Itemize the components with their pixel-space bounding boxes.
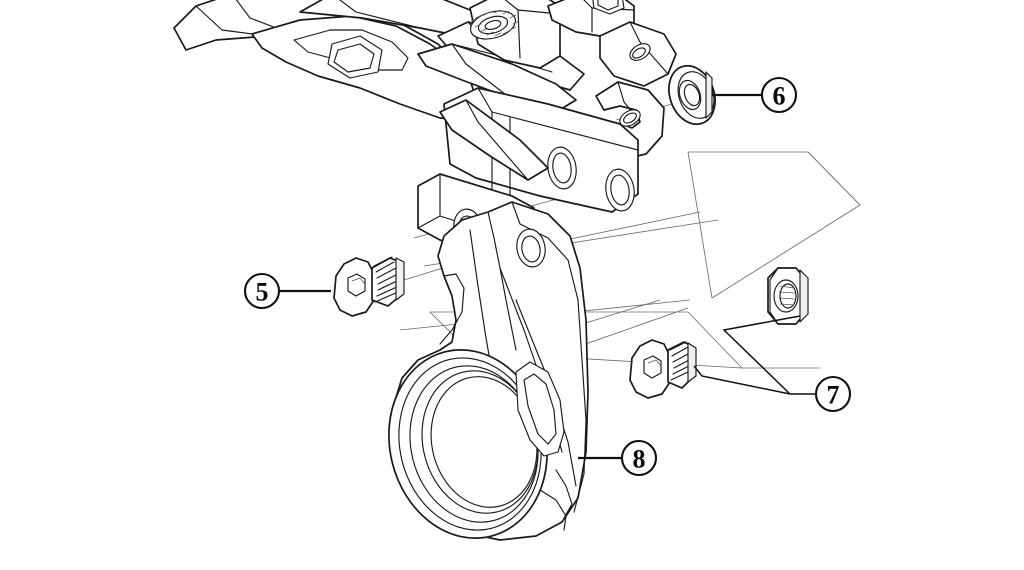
part-fixing-bolt-long: [333, 256, 405, 317]
callout-5[interactable]: 5: [243, 272, 281, 310]
leader-7-branch-nut: [722, 315, 801, 395]
thread-lines: [373, 256, 400, 303]
leader-7-branch-bolt: [693, 365, 791, 395]
part-plain-washer: [668, 64, 716, 126]
callout-6-label: 6: [773, 82, 786, 111]
callout-6[interactable]: 6: [760, 76, 798, 114]
callout-8[interactable]: 8: [620, 439, 658, 477]
part-fixing-bolt-short: [629, 339, 697, 399]
callout-leaders: [279, 93, 816, 460]
callout-5-label: 5: [256, 278, 269, 307]
part-barrel-nut: [767, 267, 809, 325]
part-front-derailleur-body: [173, 0, 677, 213]
callout-8-label: 8: [633, 445, 646, 474]
part-clamp-band-adapter: [388, 201, 589, 541]
callout-7-label: 7: [827, 381, 840, 410]
callout-7[interactable]: 7: [814, 375, 852, 413]
callout-bubbles[interactable]: 5 6 7 8: [243, 76, 852, 477]
nut-thread-lines: [778, 285, 796, 306]
knurled-detail: [470, 9, 520, 40]
